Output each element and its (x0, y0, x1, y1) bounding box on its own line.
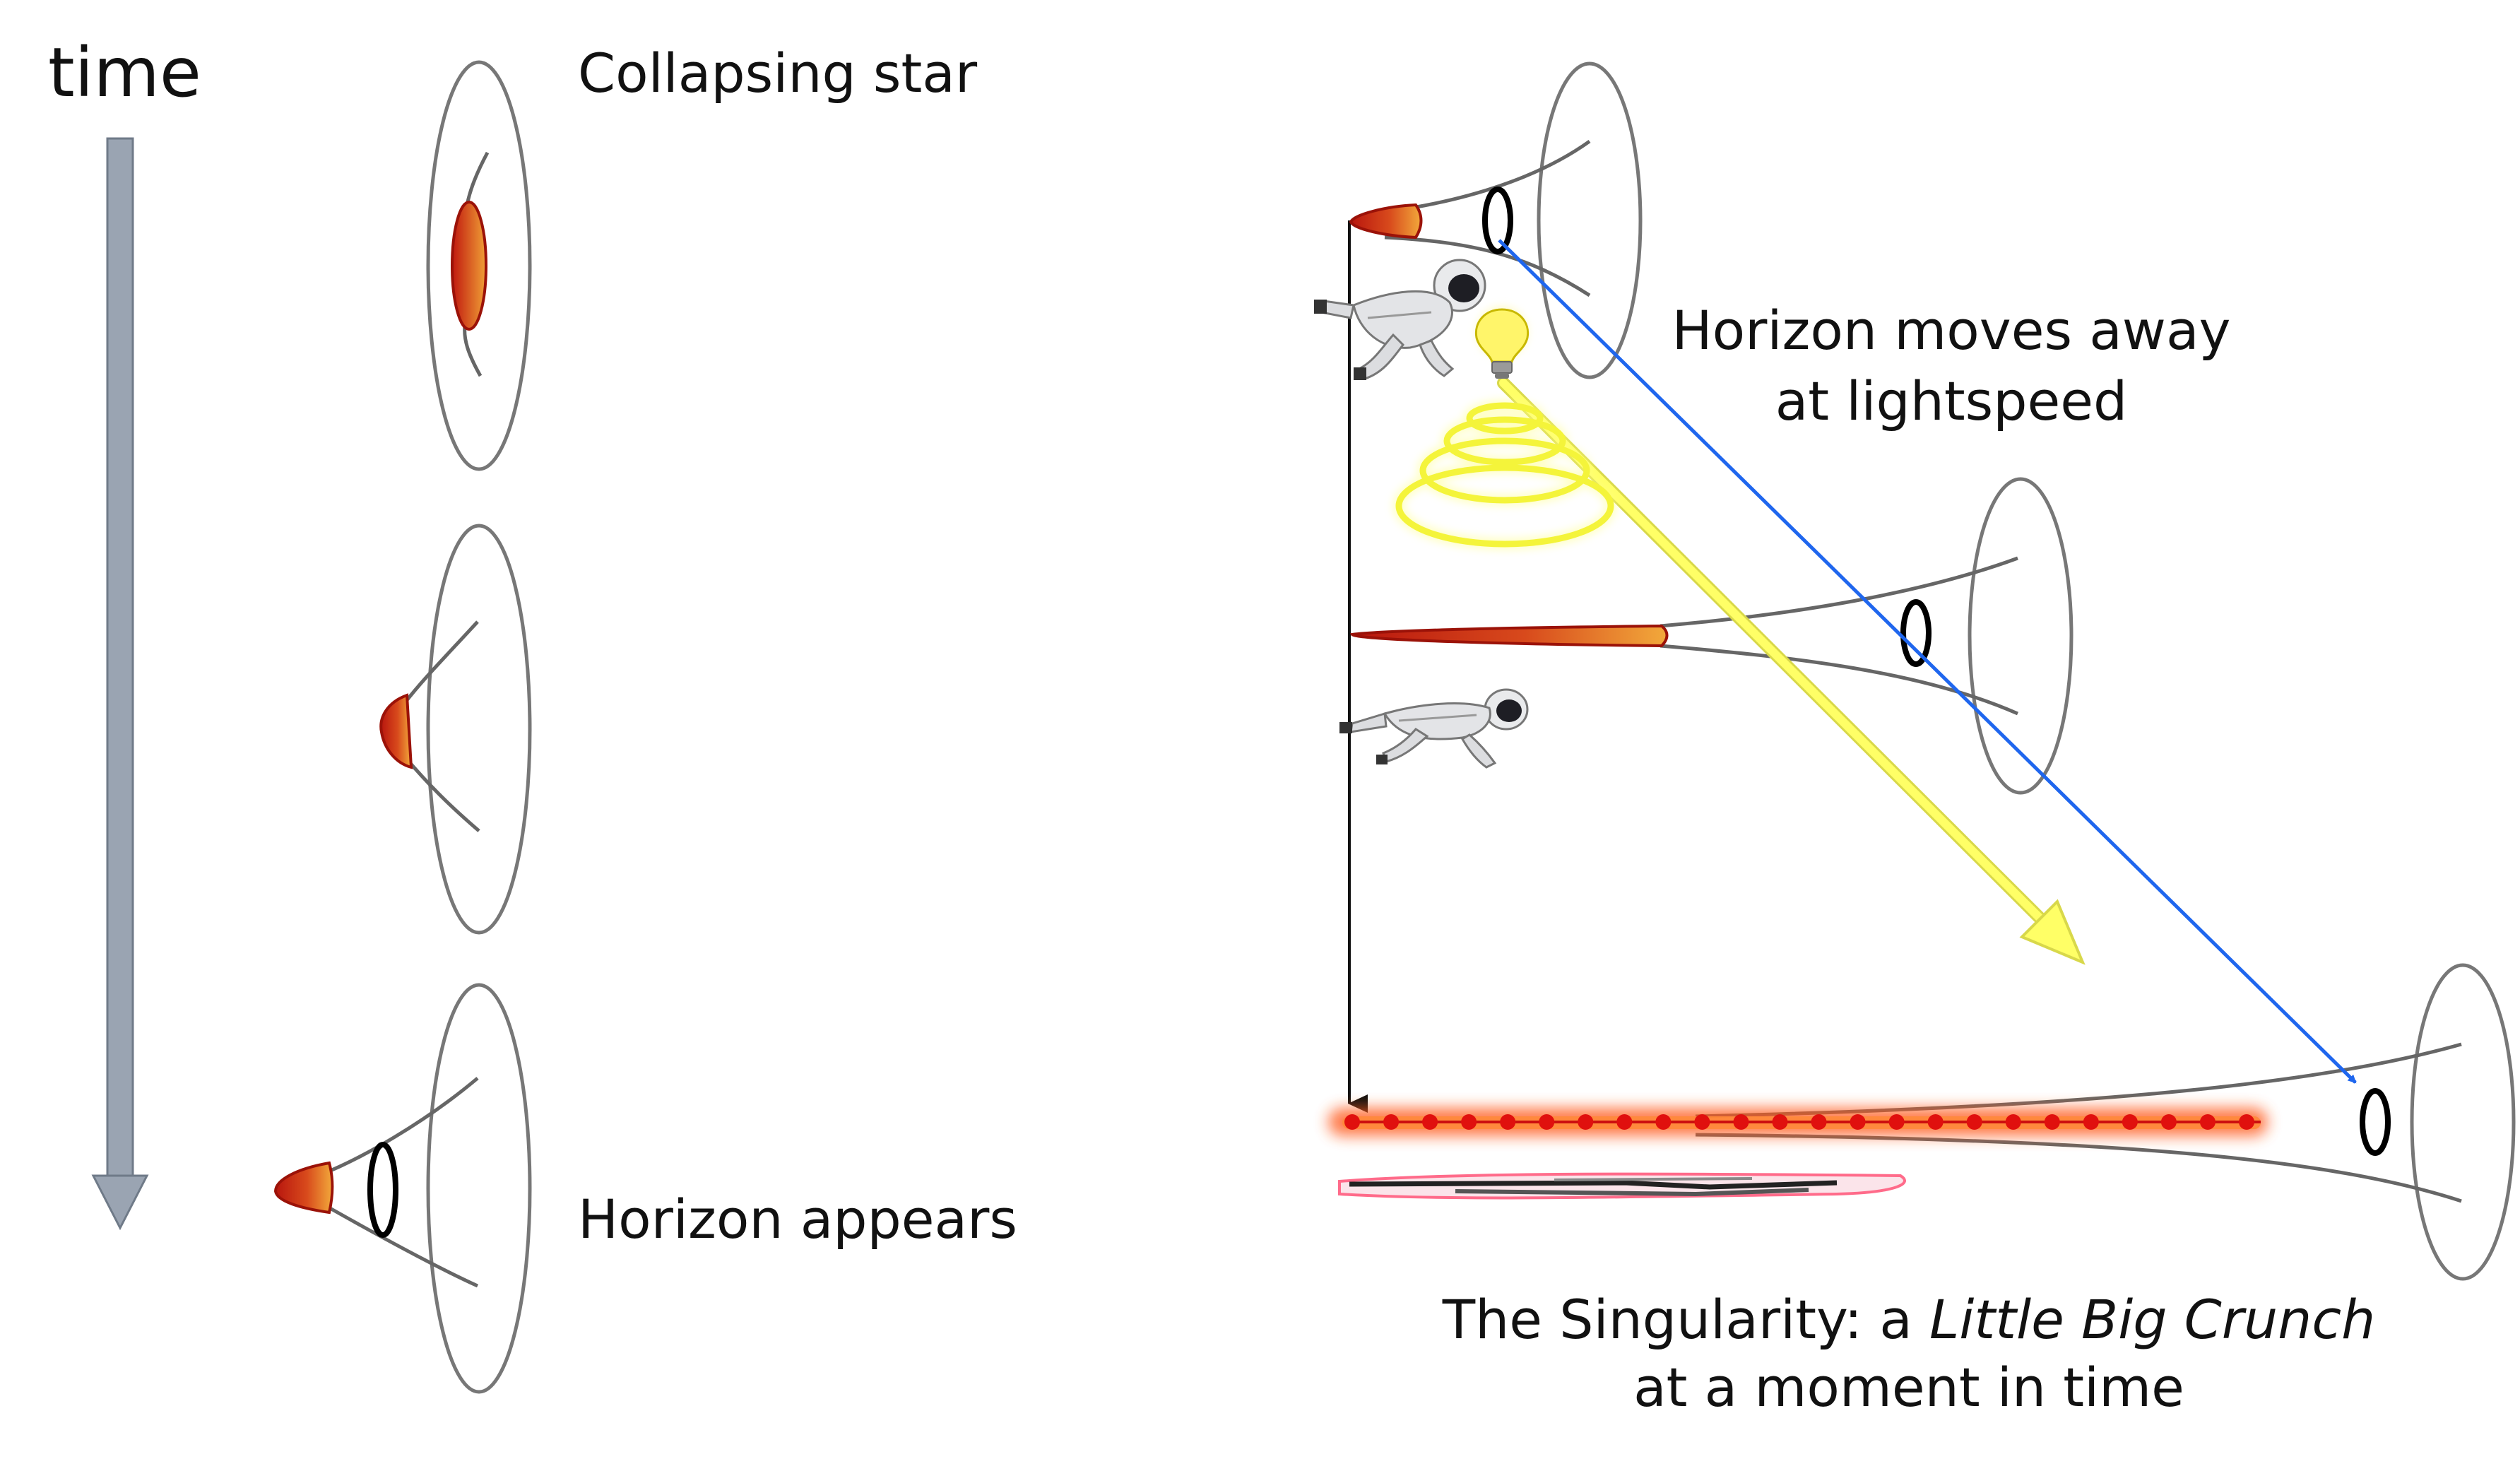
horizon-ring-top (1482, 187, 1513, 254)
singularity-dot (2005, 1114, 2021, 1130)
stage3-star-body (273, 1161, 334, 1215)
horizon-ring-middle (1900, 599, 1932, 667)
singularity-dot (1655, 1114, 1672, 1130)
funnel-top-star-body (1349, 203, 1423, 240)
singularity-dot (1811, 1114, 1827, 1130)
singularity-dot (2199, 1114, 2216, 1130)
singularity-dot (1422, 1114, 1438, 1130)
funnel-top (1349, 61, 1643, 379)
time-arrow (91, 137, 149, 1231)
spaghettified-astronaut (1338, 1172, 1906, 1200)
singularity-dot (1344, 1114, 1360, 1130)
singularity-dot (1461, 1114, 1477, 1130)
shrinking-star-body (379, 693, 413, 769)
singularity-prefix: The Singularity: a (1442, 1288, 1929, 1351)
singularity-line (1328, 1108, 2268, 1136)
horizon-lightspeed-ray (1498, 239, 2357, 1084)
singularity-italic: Little Big Crunch (1929, 1288, 2375, 1351)
stage-collapsing-star (426, 60, 532, 471)
label-horizon-appears: Horizon appears (578, 1188, 1017, 1251)
label-singularity-line2: at a moment in time (1633, 1356, 2184, 1419)
singularity-dot (1539, 1114, 1555, 1130)
stage-horizon-appears (273, 983, 532, 1394)
astronaut-icon (1314, 259, 1486, 380)
singularity-dot (1383, 1114, 1400, 1130)
singularity-dot (1694, 1114, 1710, 1130)
light-spiral (1393, 400, 1616, 550)
label-singularity-line1: The Singularity: a Little Big Crunch (1442, 1288, 2376, 1351)
singularity-dot (1733, 1114, 1749, 1130)
singularity-dot (1578, 1114, 1594, 1130)
singularity-dot (1888, 1114, 1905, 1130)
light-ray (1497, 377, 2086, 965)
funnel-middle-star-body (1349, 624, 1669, 648)
singularity-dot (1850, 1114, 1866, 1130)
singularity-dot (1500, 1114, 1516, 1130)
collapsing-star-body (451, 201, 487, 331)
singularity-dot (2083, 1114, 2099, 1130)
singularity-dot (1966, 1114, 1982, 1130)
stage-star-shrinking (379, 524, 532, 935)
singularity-dot (2044, 1114, 2060, 1130)
singularity-dot (2239, 1114, 2254, 1130)
singularity-dots (1344, 1114, 2254, 1130)
label-collapsing-star: Collapsing star (578, 42, 978, 105)
funnel-middle (1349, 477, 2074, 795)
horizon-ring-stage3 (367, 1142, 398, 1238)
singularity-dot (1772, 1114, 1788, 1130)
astronaut-icon-2 (1339, 688, 1529, 769)
singularity-dot (1616, 1114, 1633, 1130)
label-horizon-moves-line2: at lightspeed (1775, 370, 2128, 432)
lightbulb-icon (1474, 307, 1530, 379)
time-label: time (48, 33, 201, 112)
singularity-dot (2160, 1114, 2177, 1130)
horizon-ring-bottom (2360, 1088, 2391, 1156)
label-horizon-moves-line1: Horizon moves away (1672, 299, 2230, 362)
singularity-dot (1927, 1114, 1944, 1130)
singularity-dot (2122, 1114, 2138, 1130)
